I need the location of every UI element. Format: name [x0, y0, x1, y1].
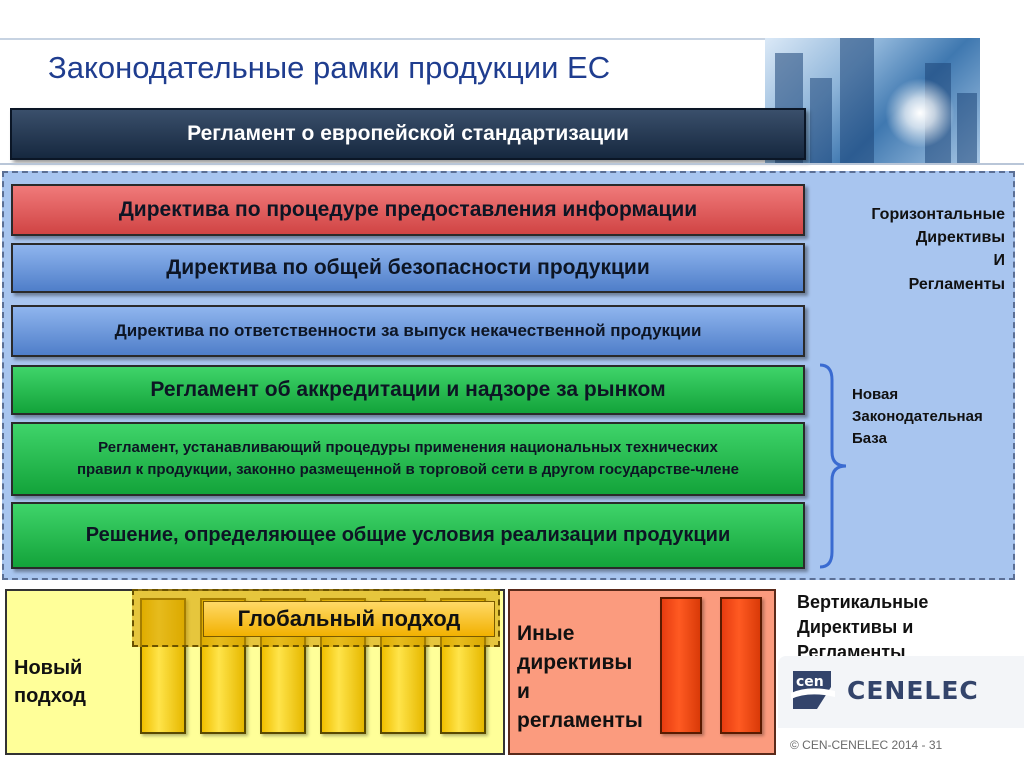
cen-logo-text: cen [796, 674, 824, 690]
vertical-label-line-1: Вертикальные [797, 592, 929, 612]
nlf-line-2: Законодательная [852, 407, 983, 425]
horizontal-label-line-3: И [993, 252, 1006, 270]
page-title: Законодательные рамки продукции ЕС [48, 50, 611, 85]
other-line-3: и [517, 679, 530, 703]
vertical-directives-label: Вертикальные Директивы и Регламенты [797, 590, 1017, 666]
product-safety-directive-bar: Директива по общей безопасности продукци… [11, 243, 805, 293]
marketing-decision-bar: Решение, определяющее общие условия реал… [11, 502, 805, 569]
new-approach-label: Новый подход [14, 654, 134, 710]
new-approach-line-1: Новый [14, 657, 83, 679]
other-line-2: директивы [517, 650, 633, 674]
nlf-line-3: База [852, 429, 887, 447]
new-approach-line-2: подход [14, 685, 87, 707]
vertical-label-line-2: Директивы и [797, 617, 914, 638]
horizontal-label-line-2: Директивы [915, 229, 1005, 247]
product-liability-directive-bar: Директива по ответственности за выпуск н… [11, 305, 805, 357]
horizontal-label-line-4: Регламенты [908, 275, 1005, 293]
cen-logo-icon: cen [791, 671, 835, 709]
other-directives-pillar [720, 597, 762, 734]
title-rule [0, 38, 980, 40]
other-line-1: Иные [517, 622, 575, 645]
global-approach-label: Глобальный подход [203, 601, 495, 637]
copyright-footer: © CEN-CENELEC 2014 - 31 [790, 738, 943, 752]
new-legislative-framework-label: Новая Законодательная База [852, 384, 1017, 449]
mutual-recognition-regulation-bar: Регламент, устанавливающий процедуры при… [11, 422, 805, 496]
other-directives-label: Иные директивы и регламенты [517, 620, 677, 736]
standardization-regulation-bar: Регламент о европейской стандартизации [10, 108, 806, 160]
horizontal-label-line-1: Горизонтальные [871, 206, 1005, 223]
info-procedure-directive-bar: Директива по процедуре предоставления ин… [11, 184, 805, 236]
other-directives-pillar [660, 597, 702, 734]
mutual-recognition-line-2: правил к продукции, законно размещенной … [76, 461, 740, 478]
nlf-line-1: Новая [852, 386, 899, 403]
cenelec-logo-text: CENELEC [847, 676, 979, 705]
mutual-recognition-line-1: Регламент, устанавливающий процедуры при… [98, 439, 718, 457]
accreditation-regulation-bar: Регламент об аккредитации и надзоре за р… [11, 365, 805, 415]
curly-brace-icon [819, 363, 847, 569]
horizontal-directives-label: Горизонтальные Директивы И Регламенты [805, 203, 1005, 296]
header-separator [0, 163, 1024, 165]
other-line-4: регламенты [517, 708, 643, 732]
